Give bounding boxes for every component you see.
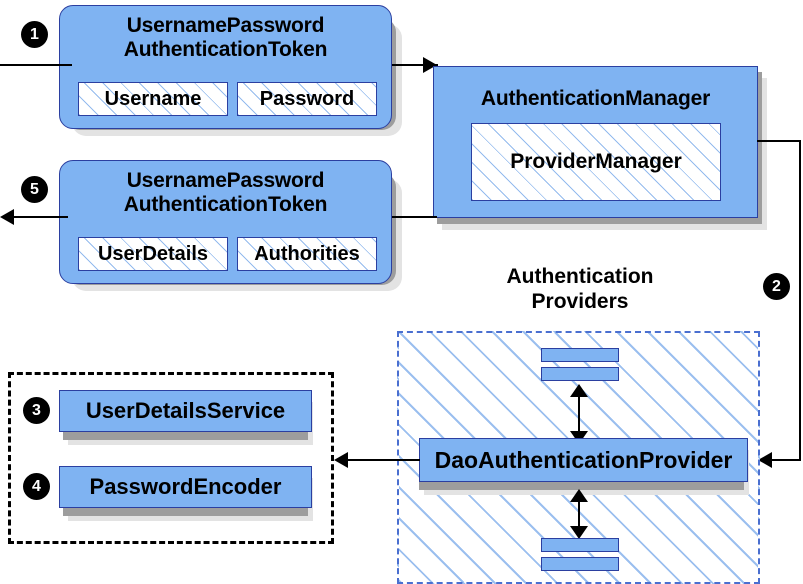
provider-stub-bottom-bar-2 bbox=[541, 557, 619, 571]
arrowhead-top-stub-up-icon bbox=[570, 384, 588, 397]
authentication-providers-label-line1: Authentication bbox=[506, 265, 654, 288]
provider-stub-top-bar-1 bbox=[541, 348, 619, 362]
provider-manager-label: ProviderManager bbox=[510, 150, 682, 173]
badge-4: 4 bbox=[24, 474, 49, 499]
connector-manager-down bbox=[799, 140, 801, 460]
authentication-manager-node[interactable]: AuthenticationManager ProviderManager bbox=[433, 66, 758, 218]
badge-1: 1 bbox=[22, 22, 47, 47]
connector-out-response bbox=[8, 216, 68, 218]
connector-dao-bottom-stub bbox=[578, 498, 580, 530]
user-details-service-node[interactable]: UserDetailsService bbox=[59, 390, 312, 432]
connector-top-stub-dao bbox=[578, 394, 580, 434]
response-token-field-authorities-label: Authorities bbox=[254, 242, 360, 265]
request-token-field-username[interactable]: Username bbox=[78, 82, 228, 116]
connector-into-dao bbox=[772, 459, 801, 461]
badge-5: 5 bbox=[22, 177, 47, 202]
request-token-field-password[interactable]: Password bbox=[237, 82, 377, 116]
dao-authentication-provider-label: DaoAuthenticationProvider bbox=[434, 446, 733, 473]
provider-stub-bottom-bar-1 bbox=[541, 538, 619, 552]
arrowhead-out-response-icon bbox=[0, 209, 14, 225]
response-token-field-authorities[interactable]: Authorities bbox=[237, 237, 377, 271]
badge-3: 3 bbox=[24, 398, 49, 423]
dao-authentication-provider-node[interactable]: DaoAuthenticationProvider bbox=[419, 438, 748, 482]
provider-stub-top-bar-2 bbox=[541, 367, 619, 381]
arrowhead-bottom-stub-down-icon bbox=[570, 526, 588, 539]
connector-manager-to-response bbox=[392, 216, 437, 218]
authentication-manager-title: AuthenticationManager bbox=[480, 87, 711, 110]
arrowhead-into-dao-icon bbox=[758, 452, 772, 468]
connector-dao-to-support bbox=[348, 459, 420, 461]
response-token-field-userdetails-label: UserDetails bbox=[97, 242, 209, 265]
request-token-node[interactable]: UsernamePassword AuthenticationToken Use… bbox=[59, 5, 392, 129]
request-token-field-username-label: Username bbox=[104, 87, 202, 110]
response-token-title-line1: UsernamePassword bbox=[126, 169, 325, 192]
connector-request-to-manager bbox=[392, 64, 438, 66]
arrowhead-bottom-stub-up-icon bbox=[570, 489, 588, 502]
connector-manager-right bbox=[757, 140, 801, 142]
request-token-title-line2: AuthenticationToken bbox=[123, 38, 328, 61]
authentication-providers-label-line2: Providers bbox=[531, 290, 629, 313]
response-token-node[interactable]: UsernamePassword AuthenticationToken Use… bbox=[59, 160, 392, 284]
response-token-title-line2: AuthenticationToken bbox=[123, 193, 328, 216]
password-encoder-label: PasswordEncoder bbox=[89, 474, 282, 499]
arrowhead-dao-to-support-icon bbox=[334, 452, 348, 468]
user-details-service-label: UserDetailsService bbox=[85, 398, 286, 423]
response-token-field-userdetails[interactable]: UserDetails bbox=[78, 237, 228, 271]
connector-in-request bbox=[0, 64, 72, 66]
request-token-title-line1: UsernamePassword bbox=[126, 14, 325, 37]
request-token-field-password-label: Password bbox=[259, 87, 355, 110]
provider-manager-node[interactable]: ProviderManager bbox=[471, 123, 721, 201]
password-encoder-node[interactable]: PasswordEncoder bbox=[59, 466, 312, 508]
badge-2: 2 bbox=[764, 274, 789, 299]
